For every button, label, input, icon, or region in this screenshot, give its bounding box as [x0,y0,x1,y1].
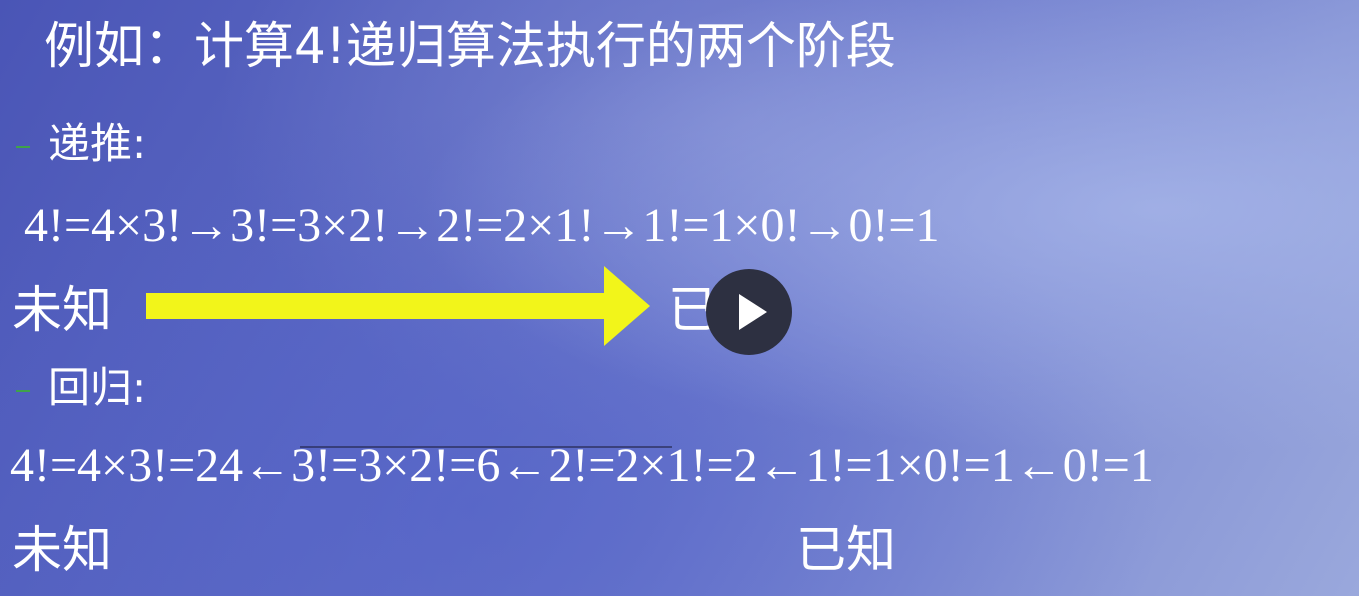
arrow-right-icon [604,266,650,346]
unknown-label: 未知 [12,281,112,339]
slide-title: 例如：计算4!递归算法执行的两个阶段 [44,17,896,75]
play-icon [739,294,767,330]
known-label-bottom: 已知 [796,521,896,579]
return-heading: 回归: [48,363,147,412]
recursion-heading: 递推: [48,119,147,168]
return-formula: 4!=4×3!=24←3!=3×2!=6←2!=2×1!=2←1!=1×0!=1… [10,439,1154,492]
unknown-label-bottom: 未知 [12,521,112,579]
heading-marker [16,146,30,148]
overline-mark [300,446,672,448]
heading-marker [16,390,30,392]
arrow-right-shaft [146,293,610,319]
play-button[interactable] [706,269,792,355]
recursion-formula: 4!=4×3!→3!=3×2!→2!=2×1!→1!=1×0!→0!=1 [24,199,940,252]
